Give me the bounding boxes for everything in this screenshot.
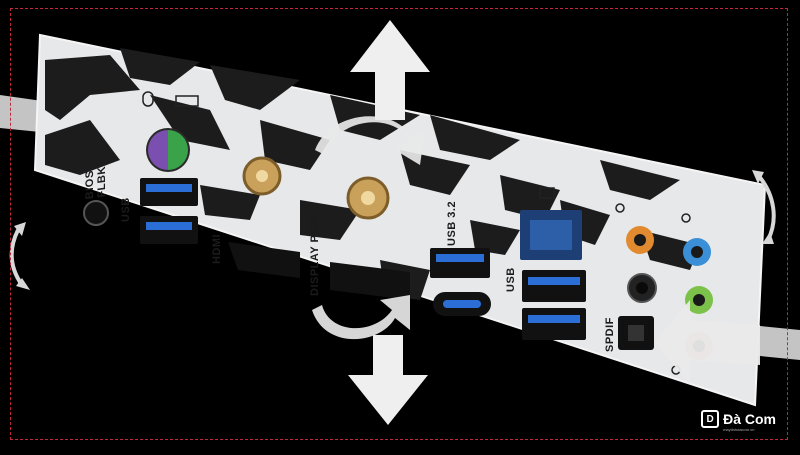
usb-port-right-bottom[interactable] bbox=[522, 308, 586, 340]
usb-port-right-top[interactable] bbox=[522, 270, 586, 302]
arrow-down bbox=[348, 335, 428, 425]
watermark-sub: maytinhdacom.vn bbox=[723, 427, 755, 432]
arrow-up bbox=[350, 20, 430, 120]
usb-32-label: USB 3.2 bbox=[446, 200, 458, 246]
ps2-keyboard-half bbox=[148, 130, 168, 170]
hdmi-port[interactable] bbox=[228, 242, 300, 278]
ps2-mouse-half bbox=[168, 130, 188, 170]
curved-arrow-top bbox=[315, 116, 425, 165]
bios-flashback-button[interactable] bbox=[83, 200, 109, 226]
bios-flbk-label: BIOS FLBK bbox=[84, 165, 108, 200]
usb-left-label: USB bbox=[120, 197, 132, 222]
usb-32-port[interactable] bbox=[430, 248, 490, 278]
camo-pattern bbox=[45, 48, 700, 300]
rotate-arrow-left bbox=[9, 229, 24, 287]
hdmi-label: HDMI bbox=[211, 233, 223, 264]
dacom-logo-icon: D bbox=[701, 410, 720, 428]
mouse-icon bbox=[142, 91, 154, 107]
keyboard-icon bbox=[175, 95, 199, 107]
usb-right-label: USB bbox=[505, 267, 517, 292]
displayport-port[interactable] bbox=[330, 262, 410, 300]
network-icon bbox=[539, 187, 555, 199]
curved-arrow-bottom bbox=[312, 295, 410, 340]
audio-line-in-icon bbox=[615, 203, 625, 213]
spdif-label: SPDIF bbox=[604, 317, 616, 352]
display-port-label: DISPLAY PORT bbox=[309, 209, 321, 296]
watermark-brand: Đà Com bbox=[723, 411, 776, 427]
headphone-icon bbox=[681, 213, 691, 223]
curved-arrow-right bbox=[655, 300, 760, 385]
dacom-watermark: D Đà Com maytinhdacom.vn bbox=[701, 410, 776, 432]
